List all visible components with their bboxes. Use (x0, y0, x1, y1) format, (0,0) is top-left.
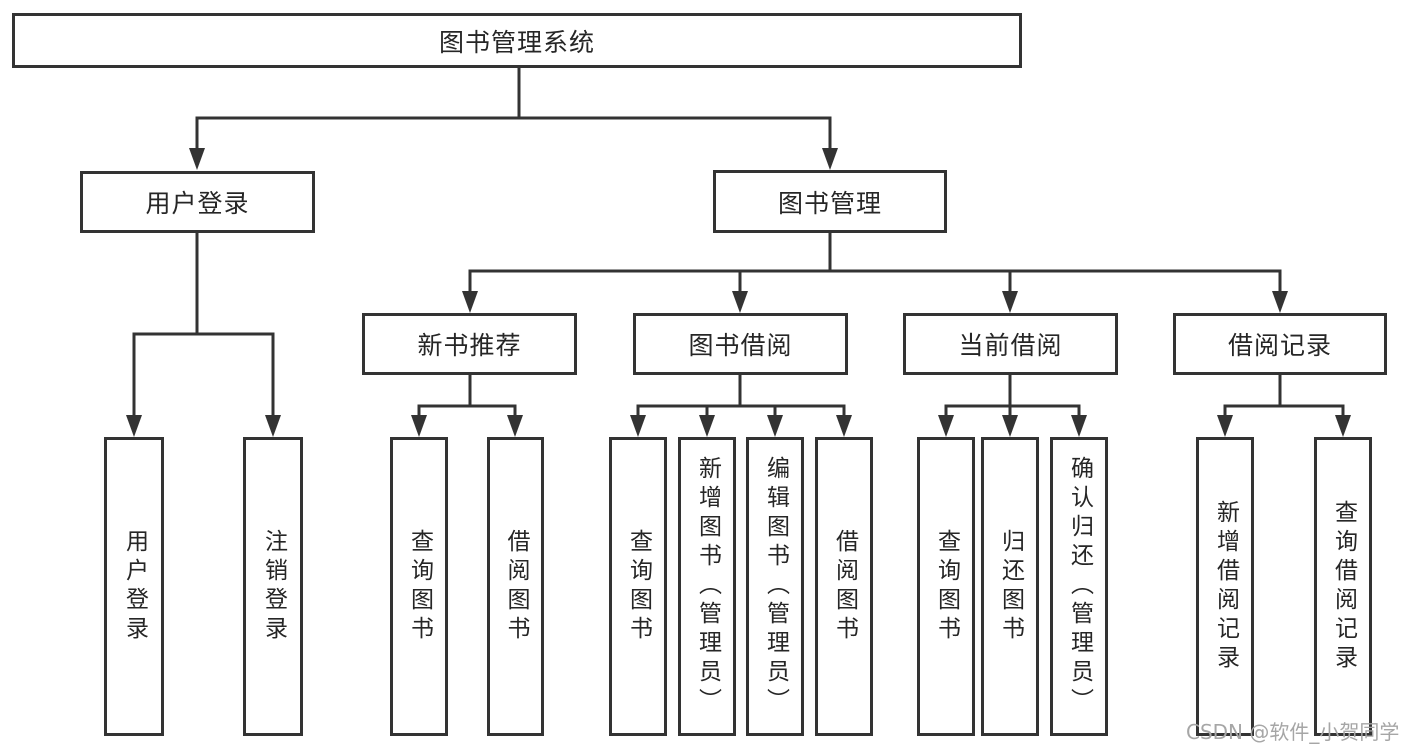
arrowhead-to-new-book-recommendation (462, 291, 478, 313)
leaf-add-book-admin: 新增图书（管理员） (678, 437, 736, 736)
leaf-add-borrow-record: 新增借阅记录 (1196, 437, 1254, 736)
node-borrow-records-label: 借阅记录 (1227, 331, 1332, 360)
leaf-user-login: 用户登录 (104, 437, 164, 736)
arrowhead-to-leaf-logout (265, 415, 281, 437)
leaf-borrow-books-2-label: 借阅图书 (831, 528, 858, 645)
leaf-return-books: 归还图书 (981, 437, 1039, 736)
arrowhead-to-current-borrowing (1002, 291, 1018, 313)
arrowhead-to-leaf-return-books (1002, 415, 1018, 437)
leaf-borrow-books-1-label: 借阅图书 (503, 528, 529, 645)
arrowhead-to-leaf-query-borrow-record (1335, 415, 1351, 437)
connector-user-login-to-leaves (132, 233, 275, 417)
node-root-label: 图书管理系统 (438, 27, 595, 57)
leaf-query-books-1: 查询图书 (390, 437, 448, 736)
leaf-return-books-label: 归还图书 (997, 528, 1024, 645)
connector-current-borrowing-to-leaves (944, 375, 1081, 417)
leaf-logout-label: 注销登录 (260, 528, 287, 645)
leaf-user-login-label: 用户登录 (121, 528, 148, 645)
leaf-logout: 注销登录 (243, 437, 303, 736)
node-book-management: 图书管理 (713, 170, 947, 233)
arrowhead-to-leaf-confirm-return (1071, 415, 1087, 437)
arrowhead-to-book-borrowing (732, 291, 748, 313)
leaf-edit-book-admin-label: 编辑图书（管理员） (762, 456, 789, 717)
node-user-login: 用户登录 (80, 171, 315, 233)
node-book-management-label: 图书管理 (777, 188, 882, 218)
arrowhead-to-leaf-add-book (699, 415, 715, 437)
leaf-query-books-1-label: 查询图书 (406, 528, 433, 645)
leaf-add-borrow-record-label: 新增借阅记录 (1212, 499, 1239, 674)
node-new-book-recommendation: 新书推荐 (362, 313, 577, 375)
leaf-confirm-return-admin: 确认归还（管理员） (1050, 437, 1108, 736)
node-book-borrowing: 图书借阅 (633, 313, 848, 375)
leaf-query-books-3-label: 查询图书 (933, 528, 960, 645)
leaf-query-borrow-record: 查询借阅记录 (1314, 437, 1372, 736)
arrowhead-to-borrow-records (1272, 291, 1288, 313)
node-root: 图书管理系统 (12, 13, 1022, 68)
leaf-query-books-3: 查询图书 (917, 437, 975, 736)
leaf-add-book-admin-label: 新增图书（管理员） (694, 456, 721, 717)
arrowhead-to-leaf-borrow-books-1 (507, 415, 523, 437)
leaf-edit-book-admin: 编辑图书（管理员） (746, 437, 804, 736)
arrowhead-to-leaf-query-books-1 (411, 415, 427, 437)
arrowhead-to-user-login (189, 148, 205, 170)
connector-root-to-level1 (195, 68, 832, 152)
node-new-book-recommendation-label: 新书推荐 (417, 331, 522, 360)
arrowhead-to-leaf-add-borrow-record (1217, 415, 1233, 437)
connector-borrow-records-to-leaves (1223, 375, 1345, 417)
arrowhead-to-leaf-edit-book (767, 415, 783, 437)
leaf-query-books-2-label: 查询图书 (625, 528, 652, 645)
node-current-borrowing: 当前借阅 (903, 313, 1118, 375)
arrowhead-to-leaf-query-books-2 (630, 415, 646, 437)
leaf-query-borrow-record-label: 查询借阅记录 (1330, 499, 1357, 674)
node-current-borrowing-label: 当前借阅 (958, 331, 1063, 360)
node-borrow-records: 借阅记录 (1173, 313, 1387, 375)
leaf-borrow-books-2: 借阅图书 (815, 437, 873, 736)
connector-book-borrowing-to-leaves (636, 375, 846, 417)
leaf-query-books-2: 查询图书 (609, 437, 667, 736)
node-user-login-label: 用户登录 (145, 189, 250, 218)
arrowhead-to-leaf-query-books-3 (938, 415, 954, 437)
watermark: CSDN @软件_小贺同学 (1186, 720, 1400, 744)
arrowhead-to-book-management (822, 148, 838, 170)
leaf-borrow-books-1: 借阅图书 (487, 437, 544, 736)
node-book-borrowing-label: 图书借阅 (688, 331, 793, 360)
connector-book-management-to-level2 (468, 233, 1282, 293)
arrowhead-to-leaf-user-login (126, 415, 142, 437)
leaf-confirm-return-admin-label: 确认归还（管理员） (1066, 456, 1093, 717)
arrowhead-to-leaf-borrow-books-2 (836, 415, 852, 437)
connector-new-book-recommendation-to-leaves (417, 375, 517, 417)
